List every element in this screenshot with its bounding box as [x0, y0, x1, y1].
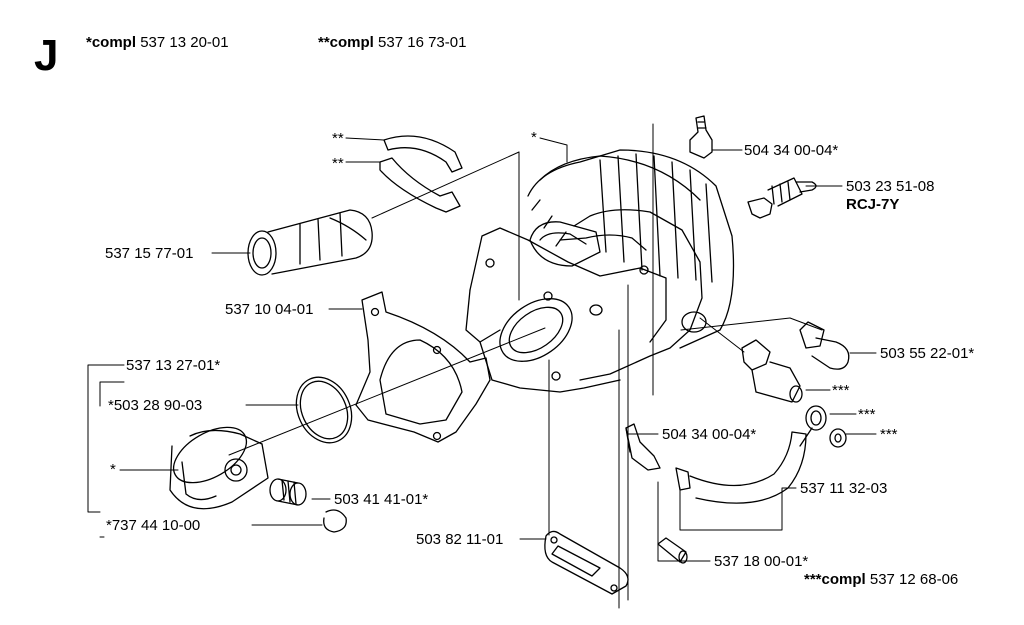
- plug-part: [799, 321, 850, 370]
- label-537-18-00-01: 537 18 00-01*: [714, 553, 809, 570]
- base-gasket-part: [544, 530, 629, 595]
- cylinder-part: [465, 149, 735, 393]
- label-503-82-11-01: 503 82 11-01: [416, 531, 504, 548]
- compl-3-prefix: ***compl: [804, 571, 866, 588]
- label-star2-a: **: [332, 130, 344, 147]
- needle-bearing-part: [269, 478, 307, 506]
- label-504-34-00-04-mid: 504 34 00-04*: [662, 426, 757, 443]
- label-537-13-27-01: 537 13 27-01*: [126, 357, 221, 374]
- decompression-valve-part: [741, 339, 803, 403]
- label-star1-piston: *: [110, 461, 116, 478]
- label-rcj-7y: RCJ-7Y: [846, 196, 900, 213]
- leader-lines: [87, 123, 877, 609]
- label-537-11-32-03: 537 11 32-03: [800, 480, 888, 497]
- spark-plug-part: [747, 177, 817, 219]
- header-compl-1: *compl 537 13 20-01: [86, 35, 229, 50]
- label-star1-top: *: [531, 129, 537, 146]
- compl-1-number: 537 13 20-01: [140, 34, 229, 51]
- label-503-23-51-08: 503 23 51-08: [846, 178, 935, 195]
- elbow-fitting-top-part: [689, 115, 713, 159]
- elbow-fitting-mid-part: [625, 423, 661, 471]
- footer-compl-3: ***compl 537 12 68-06: [804, 572, 958, 587]
- label-star3-c: ***: [880, 426, 898, 443]
- piston-part: [169, 426, 269, 510]
- washer-parts: [799, 405, 847, 448]
- intake-tube-part: [247, 209, 373, 276]
- section-letter: J: [34, 31, 59, 80]
- label-503-28-90-03: *503 28 90-03: [108, 397, 203, 414]
- hose-part: [675, 431, 807, 504]
- clamp-part: [379, 135, 463, 213]
- label-star3-b: ***: [858, 406, 876, 423]
- label-503-41-41-01: 503 41 41-01*: [334, 491, 429, 508]
- label-star3-a: ***: [832, 382, 850, 399]
- label-503-55-22-01: 503 55 22-01*: [880, 345, 975, 362]
- header-compl-2: **compl 537 16 73-01: [318, 35, 466, 50]
- piston-ring-part: [295, 376, 353, 444]
- label-737-44-10-00: *737 44 10-00: [106, 517, 201, 534]
- compl-2-number: 537 16 73-01: [378, 34, 467, 51]
- label-537-15-77-01: 537 15 77-01: [105, 245, 194, 262]
- intake-gasket-part: [355, 291, 491, 443]
- compl-3-number: 537 12 68-06: [869, 571, 959, 588]
- nipple-part: [657, 537, 688, 564]
- compl-1-prefix: *compl: [86, 34, 137, 51]
- label-504-34-00-04-top: 504 34 00-04*: [744, 142, 839, 159]
- label-star2-b: **: [332, 155, 344, 172]
- compl-2-prefix: **compl: [318, 34, 374, 51]
- label-537-10-04-01: 537 10 04-01: [225, 301, 314, 318]
- circlip-part: [323, 509, 347, 533]
